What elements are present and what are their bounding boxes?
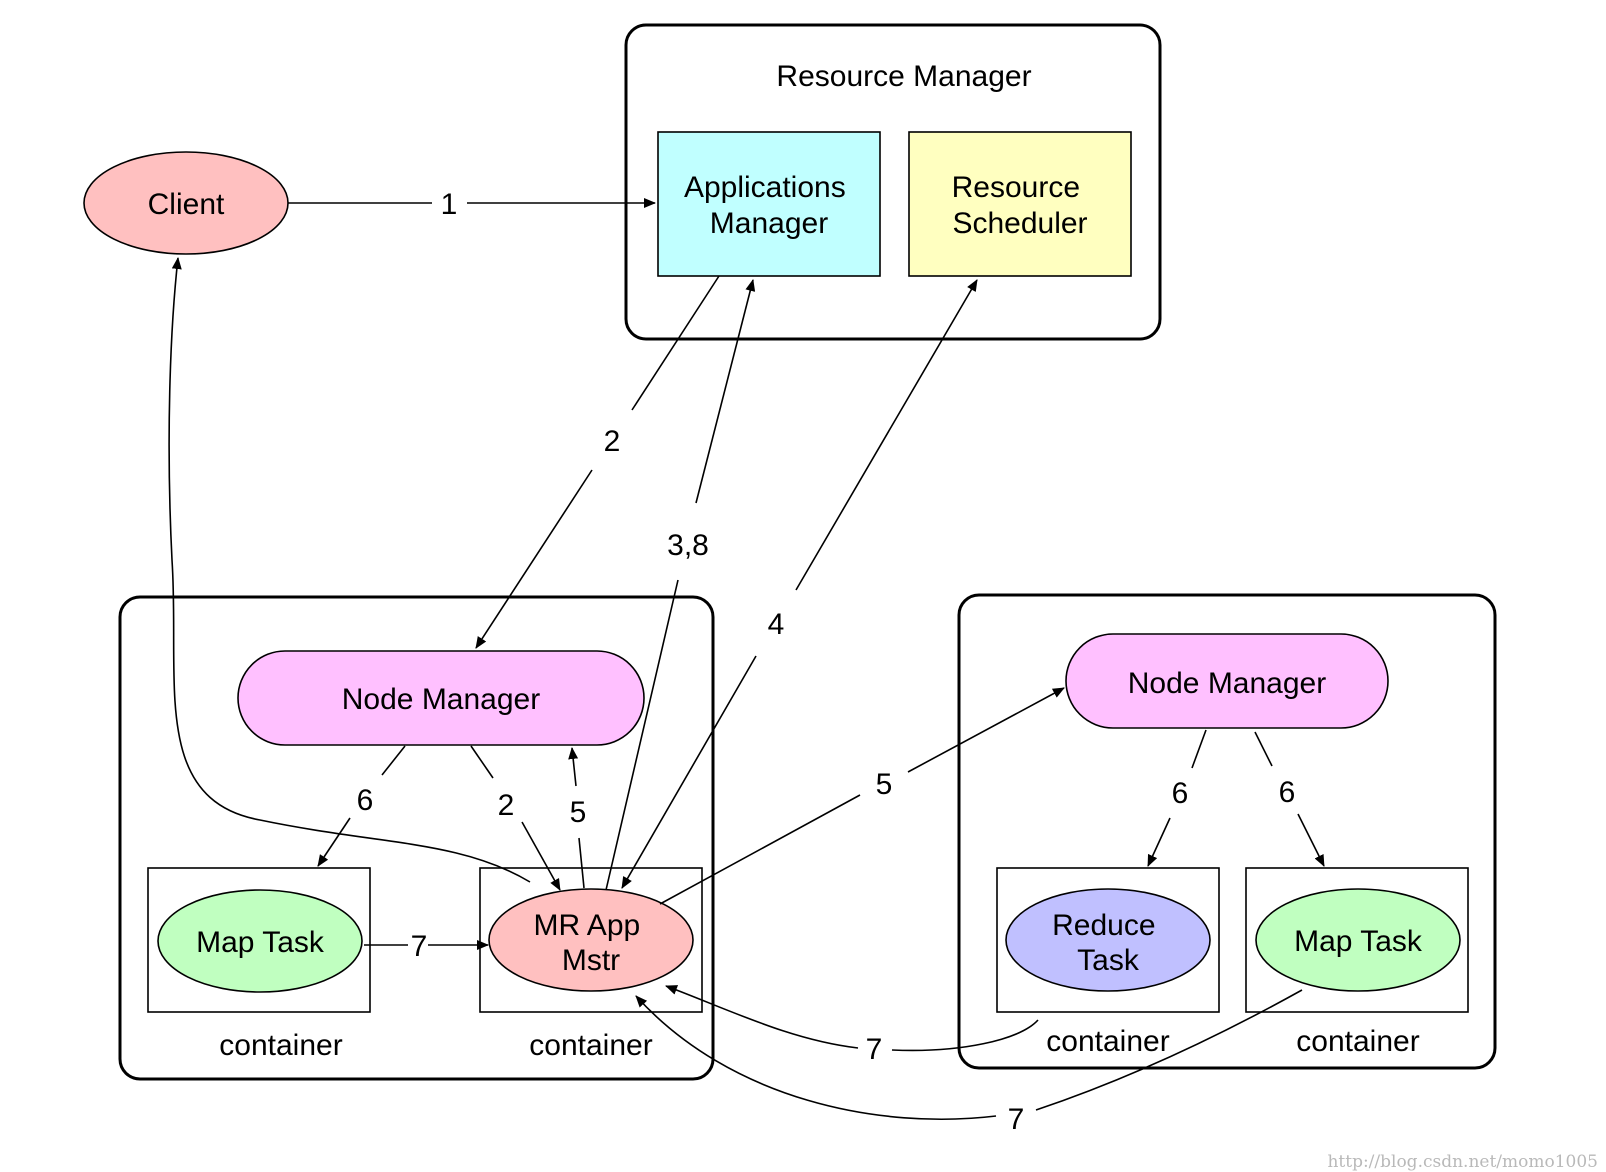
- reduce-task-label: Reduce Task: [1052, 909, 1164, 977]
- edge-left-nm-to-map-label: 6: [357, 784, 374, 817]
- right-map-container-caption: container: [1296, 1025, 1419, 1058]
- edge-mr-to-right-nm-a: [659, 794, 861, 905]
- edge-reduce-to-mr-label: 7: [866, 1033, 883, 1066]
- edge-right-nm-to-reduce-b: [1147, 817, 1171, 867]
- left-node-manager-label: Node Manager: [342, 683, 540, 716]
- mr-app-master-label: MR App Mstr: [533, 909, 648, 977]
- edge-right-map-to-mr-label: 7: [1008, 1103, 1025, 1136]
- edge-mr-to-am-label: 3,8: [667, 529, 709, 562]
- edge-am-to-left-nm-label: 2: [604, 425, 621, 458]
- edge-right-nm-to-map-b: [1297, 813, 1325, 867]
- edge-client-to-am-label: 1: [441, 188, 458, 221]
- edge-am-to-left-nm-a: [631, 275, 720, 411]
- edge-right-map-to-mr-a: [1035, 989, 1303, 1111]
- applications-manager-box: [657, 131, 881, 277]
- left-node-manager: [237, 650, 645, 746]
- edge-right-nm-to-reduce-label: 6: [1172, 777, 1189, 810]
- edge-map-to-mr-label: 7: [411, 930, 428, 963]
- edge-mr-to-am-b: [695, 279, 756, 504]
- edge-right-map-to-mr-b: [635, 995, 997, 1121]
- right-map-task: [1255, 888, 1461, 992]
- applications-manager-label: Applications Manager: [684, 171, 854, 240]
- right-node-manager: [1065, 633, 1389, 729]
- edge-reduce-to-mr-b: [665, 985, 859, 1049]
- right-node-manager-label: Node Manager: [1128, 667, 1326, 700]
- reduce-container-caption: container: [1046, 1025, 1169, 1058]
- edge-left-nm-to-map-b: [317, 817, 351, 867]
- edge-scheduler-mr-a: [795, 279, 978, 591]
- client-label: Client: [148, 188, 225, 221]
- edge-left-nm-to-mr-label: 2: [498, 789, 515, 822]
- resource-manager-title: Resource Manager: [776, 60, 1031, 93]
- edge-left-nm-to-mr-a: [470, 745, 494, 779]
- edge-mr-to-right-nm-label: 5: [876, 768, 893, 801]
- left-map-container-caption: container: [219, 1029, 342, 1062]
- edge-reduce-to-mr-a: [891, 1019, 1039, 1052]
- edge-mr-to-left-nm-label: 5: [570, 796, 587, 829]
- resource-scheduler-box: [908, 131, 1132, 277]
- edge-am-to-left-nm-b: [475, 469, 593, 649]
- edge-mr-to-am-a: [605, 579, 679, 891]
- resource-scheduler-label: Resource Scheduler: [952, 171, 1089, 240]
- left-map-task: [157, 889, 363, 993]
- edge-mr-to-left-nm-b: [568, 747, 579, 787]
- left-map-task-label: Map Task: [196, 926, 325, 959]
- right-map-task-label: Map Task: [1294, 925, 1423, 958]
- edge-scheduler-mr-label: 4: [768, 608, 785, 641]
- edge-mr-to-left-nm-a: [578, 837, 585, 889]
- edge-scheduler-mr-b: [621, 655, 757, 889]
- reduce-task: [1005, 888, 1211, 992]
- mr-app-master-container-caption: container: [529, 1029, 652, 1062]
- watermark-text: http://blog.csdn.net/momo1005: [1327, 1152, 1598, 1172]
- edge-left-nm-to-map-a: [381, 745, 406, 776]
- edge-right-nm-to-reduce-a: [1191, 729, 1207, 769]
- mr-app-master: [488, 888, 694, 992]
- edge-right-nm-to-map-label: 6: [1279, 776, 1296, 809]
- edge-left-nm-to-mr-b: [521, 821, 561, 891]
- edge-right-nm-to-map-a: [1254, 731, 1273, 767]
- edge-mr-to-right-nm-b: [907, 687, 1065, 773]
- edge-mr-to-client: [168, 257, 531, 883]
